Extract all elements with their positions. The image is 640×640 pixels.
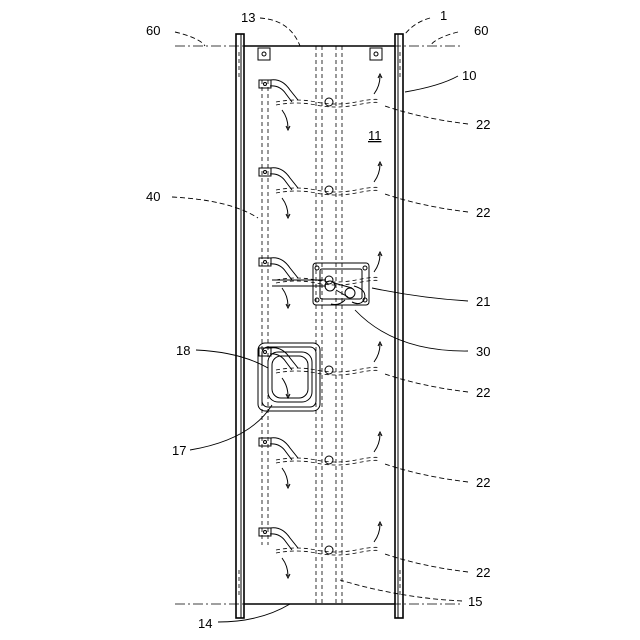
leader-lines	[172, 18, 468, 622]
label-1: 1	[440, 8, 447, 23]
label-18: 18	[176, 343, 190, 358]
label-30: 30	[476, 344, 490, 359]
louver-blade-row	[259, 74, 382, 130]
louver-blade-row	[259, 522, 382, 578]
label-17: 17	[172, 443, 186, 458]
label-13: 13	[241, 10, 255, 25]
label-14: 14	[198, 616, 212, 631]
label-40: 40	[146, 189, 160, 204]
drive-unit	[272, 263, 369, 305]
label-15: 15	[468, 594, 482, 609]
frame-housing	[236, 34, 403, 618]
label-21: 21	[476, 294, 490, 309]
louver-blade-row	[259, 432, 382, 488]
central-channel	[316, 46, 342, 604]
louver-blade-row	[259, 162, 382, 218]
label-22-row5: 22	[476, 565, 490, 580]
reference-labels: 60 60 13 1 10 11 22 40 22 21 18 30 22 17…	[146, 8, 490, 631]
label-11: 11	[368, 128, 382, 143]
label-60-left: 60	[146, 23, 160, 38]
inspection-opening	[258, 343, 320, 411]
louver-blades	[259, 74, 382, 578]
label-10: 10	[462, 68, 476, 83]
label-22-row1: 22	[476, 117, 490, 132]
link-rod	[262, 80, 268, 545]
label-22-row3: 22	[476, 385, 490, 400]
label-60-right: 60	[474, 23, 488, 38]
label-22-row2: 22	[476, 205, 490, 220]
label-22-row4: 22	[476, 475, 490, 490]
